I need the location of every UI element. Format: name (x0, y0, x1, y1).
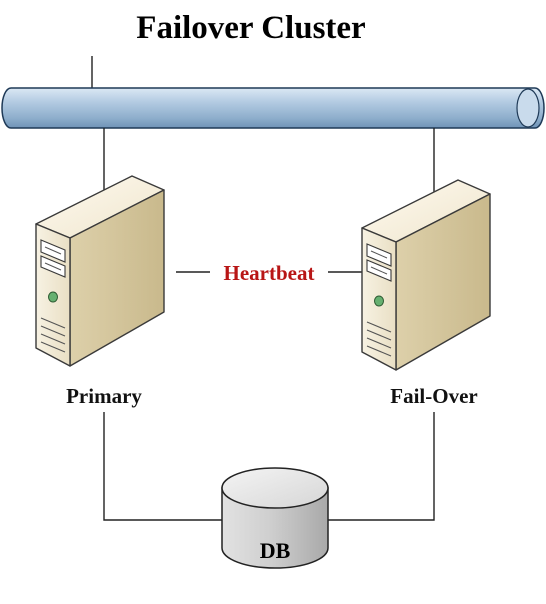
heartbeat-label: Heartbeat (224, 261, 315, 285)
diagram-title: Failover Cluster (136, 10, 365, 46)
server-tower-icon (35, 175, 165, 367)
server-tower-icon (361, 179, 491, 371)
database-cylinder-icon (221, 467, 329, 569)
failover-db-link (326, 412, 435, 521)
db-label: DB (260, 538, 291, 563)
primary-db-link (103, 412, 224, 521)
network-bus-icon (1, 87, 545, 129)
primary-label: Primary (66, 384, 142, 408)
failover-label: Fail-Over (390, 384, 477, 408)
